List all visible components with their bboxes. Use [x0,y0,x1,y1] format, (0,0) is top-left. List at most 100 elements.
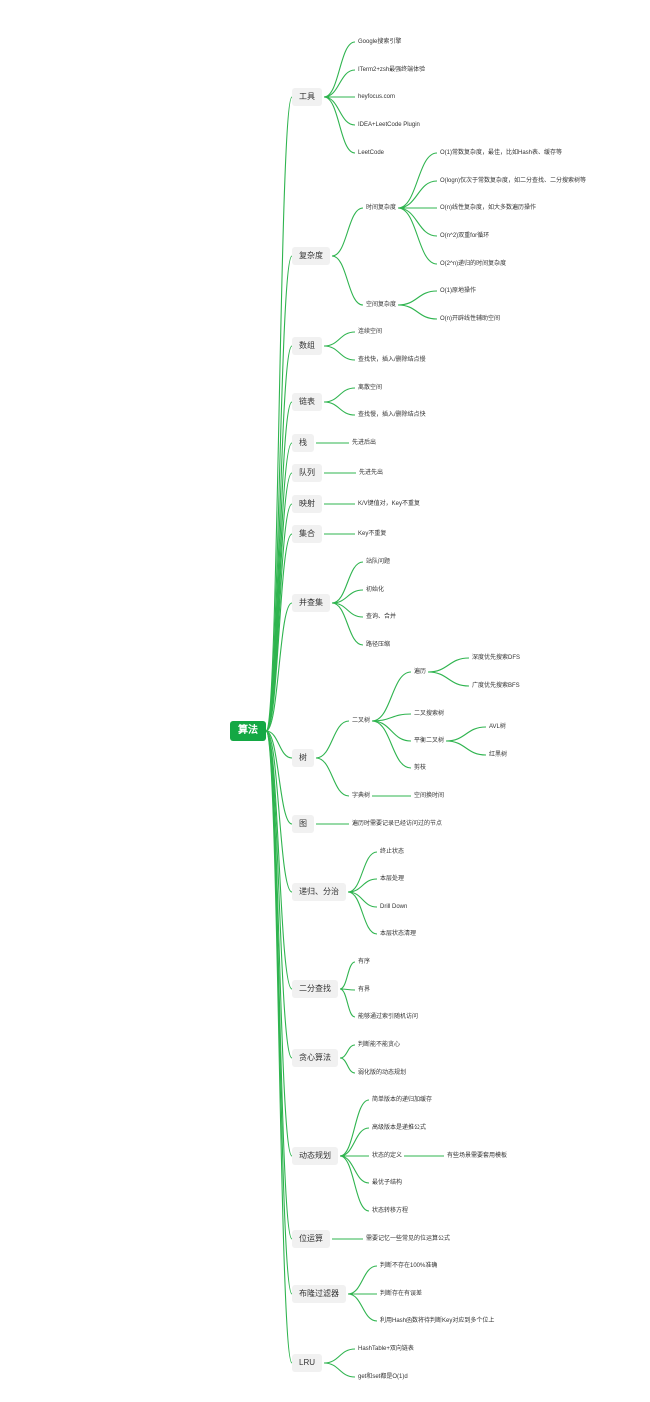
connector-7 [331,207,364,257]
branch-15[interactable]: 位运算 [292,1230,330,1248]
branch-1[interactable]: 复杂度 [292,247,330,265]
node-17-1[interactable]: get和set都是O(1)d [358,1374,408,1380]
connector-71 [347,1265,378,1295]
node-7-0[interactable]: Key不重复 [358,531,387,537]
connector-76 [323,1362,356,1378]
branch-14[interactable]: 动态规划 [292,1147,338,1165]
branch-6[interactable]: 映射 [292,495,322,513]
branch-16[interactable]: 布隆过滤器 [292,1285,346,1303]
node-1-0-3[interactable]: O(n^2)双重for循环 [440,233,490,239]
connector-44 [371,720,412,769]
node-17-0[interactable]: HashTable+双向链表 [358,1346,414,1352]
connector-40 [372,713,412,722]
node-4-0[interactable]: 先进后出 [352,440,377,446]
branch-4[interactable]: 栈 [292,434,314,452]
branch-0[interactable]: 工具 [292,88,322,106]
connector-28 [265,533,293,732]
node-8-1[interactable]: 初始化 [366,587,385,593]
connector-0 [265,96,293,732]
root-node[interactable]: 算法 [230,721,266,741]
node-3-1[interactable]: 查找慢，插入/删除结点快 [358,412,426,418]
connector-17 [323,331,356,347]
node-14-4[interactable]: 状态转移方程 [372,1208,409,1214]
node-16-2[interactable]: 利用Hash函数将待判断Key对应到多个位上 [380,1318,495,1324]
node-14-3[interactable]: 最优子结构 [372,1180,403,1186]
node-10-0[interactable]: 遍历时需要记录已经访问过的节点 [352,821,443,827]
node-9-0-0-0[interactable]: 深度优先搜索DFS [472,655,521,661]
node-13-0[interactable]: 判断能不能贪心 [358,1042,401,1048]
node-9-0-1[interactable]: 二叉搜索树 [414,711,445,717]
node-9-0-0[interactable]: 遍历 [414,669,427,675]
node-6-0[interactable]: K/V键值对，Key不重复 [358,501,421,507]
branch-9[interactable]: 树 [292,749,314,767]
branch-8[interactable]: 并查集 [292,594,330,612]
node-1-0-2[interactable]: O(n)线性复杂度，如大多数遍历操作 [440,205,537,211]
node-12-0[interactable]: 有序 [358,959,371,965]
node-15-0[interactable]: 需要记忆一些常见的位运算公式 [366,1236,451,1242]
node-9-0-2[interactable]: 平衡二叉树 [414,738,445,744]
connector-18 [323,345,356,361]
connector-31 [331,561,364,604]
node-0-2[interactable]: heyfocus.com [358,94,396,100]
node-1-0-4[interactable]: O(2^n)递归的时间复杂度 [440,261,507,267]
node-9-1-0[interactable]: 空间换时间 [414,793,445,799]
node-0-0[interactable]: Google搜索引擎 [358,39,402,45]
connector-47 [265,730,293,825]
branch-17[interactable]: LRU [292,1354,323,1372]
connector-11 [397,207,438,237]
node-0-4[interactable]: LeetCode [358,150,385,156]
connector-75 [323,1348,356,1364]
node-1-0-1[interactable]: O(logn)仅次于常数复杂度，如二分查找、二分搜索树等 [440,178,587,184]
node-9-0-2-1[interactable]: 红黑树 [489,752,508,758]
connector-57 [339,988,356,1018]
node-16-0[interactable]: 判断不存在100%准确 [380,1263,438,1269]
branch-5[interactable]: 队列 [292,464,322,482]
node-11-2[interactable]: Drill Down [380,904,408,910]
node-0-3[interactable]: IDEA+LeetCode Plugin [358,122,420,128]
node-1-1-0[interactable]: O(1)原地操作 [440,288,477,294]
branch-7[interactable]: 集合 [292,525,322,543]
node-9-0[interactable]: 二叉树 [352,718,371,724]
node-12-2[interactable]: 能够通过索引随机访问 [358,1014,419,1020]
node-5-0[interactable]: 先进先出 [359,470,384,476]
node-9-0-2-0[interactable]: AVL树 [489,724,506,730]
connector-39 [428,671,470,687]
connector-5 [323,96,356,154]
connector-30 [265,602,293,732]
node-8-0[interactable]: 站队问题 [366,559,391,565]
node-0-1[interactable]: ITerm2+zsh最强终端体验 [358,67,426,73]
node-14-0[interactable]: 简单版本的递归加缓存 [372,1097,433,1103]
node-12-1[interactable]: 有界 [358,987,371,993]
node-14-1[interactable]: 高级版本是递推公式 [372,1125,427,1131]
branch-12[interactable]: 二分查找 [292,980,338,998]
node-13-1[interactable]: 弱化版的动态规划 [358,1070,407,1076]
branch-11[interactable]: 递归、分治 [292,883,346,901]
branch-13[interactable]: 贪心算法 [292,1049,338,1067]
node-9-0-0-1[interactable]: 广度优先搜索BFS [472,683,520,689]
connector-51 [347,878,378,893]
connector-14 [398,290,438,306]
node-14-2[interactable]: 状态的定义 [372,1153,403,1159]
node-8-3[interactable]: 路径压缩 [366,642,391,648]
node-1-1-1[interactable]: O(n)开辟线性辅助空间 [440,316,501,322]
connector-20 [323,387,356,403]
node-1-1[interactable]: 空间复杂度 [366,302,397,308]
connector-32 [331,589,364,604]
node-9-0-3[interactable]: 剪枝 [414,765,427,771]
node-1-0-0[interactable]: O(1)常数复杂度，最佳，比如Hash表、缓存等 [440,150,563,156]
node-2-0[interactable]: 连续空间 [358,329,383,335]
connector-21 [323,401,356,416]
node-11-0[interactable]: 终止状态 [380,849,405,855]
node-9-1[interactable]: 字典树 [352,793,371,799]
branch-2[interactable]: 数组 [292,337,322,355]
node-2-1[interactable]: 查找快，插入/删除结点慢 [358,357,426,363]
node-3-0[interactable]: 离散空间 [358,385,383,391]
branch-10[interactable]: 图 [292,815,314,833]
branch-3[interactable]: 链表 [292,393,322,411]
node-8-2[interactable]: 查询、合并 [366,614,397,620]
node-11-1[interactable]: 本层处理 [380,876,405,882]
node-14-2-0[interactable]: 有些场景需要套用模板 [447,1153,508,1159]
node-16-1[interactable]: 判断存在有误差 [380,1291,423,1297]
node-11-3[interactable]: 本层状态清理 [380,931,417,937]
node-1-0[interactable]: 时间复杂度 [366,205,397,211]
